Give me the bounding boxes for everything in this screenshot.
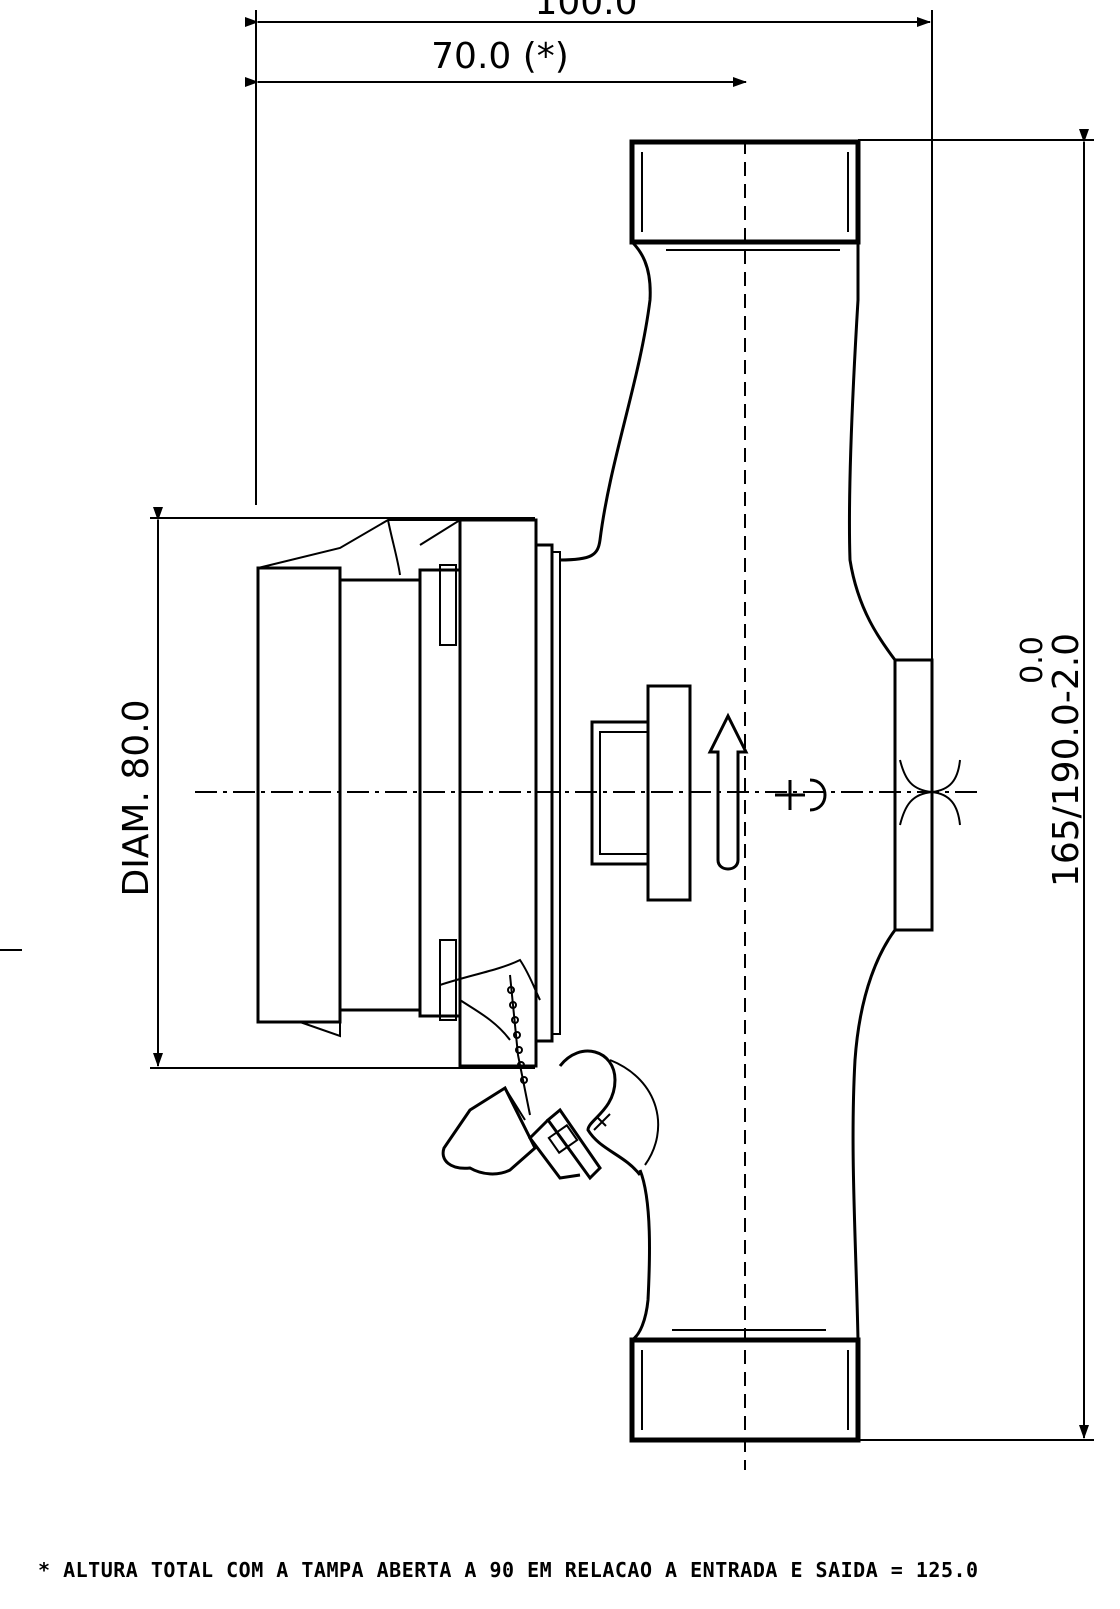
overall-width-label: 100.0 [534,0,637,23]
center-lines [195,140,980,1470]
dimension-overall-width: 100.0 [245,0,933,660]
footnote-text: * ALTURA TOTAL COM A TAMPA ABERTA A 90 E… [38,1558,979,1582]
dimension-length: 0.0 165/190.0-2.0 [858,129,1094,1441]
diameter-label: DIAM. 80.0 [116,699,157,896]
width-to-center-label: 70.0 (*) [431,36,569,77]
length-tolerance-label: 0.0 [1015,636,1050,684]
length-label: 165/190.0-2.0 [1046,633,1087,887]
dimension-width-to-center: 70.0 (*) [245,36,747,87]
dimension-diameter: DIAM. 80.0 [116,507,535,1069]
meter-body [256,139,961,1443]
